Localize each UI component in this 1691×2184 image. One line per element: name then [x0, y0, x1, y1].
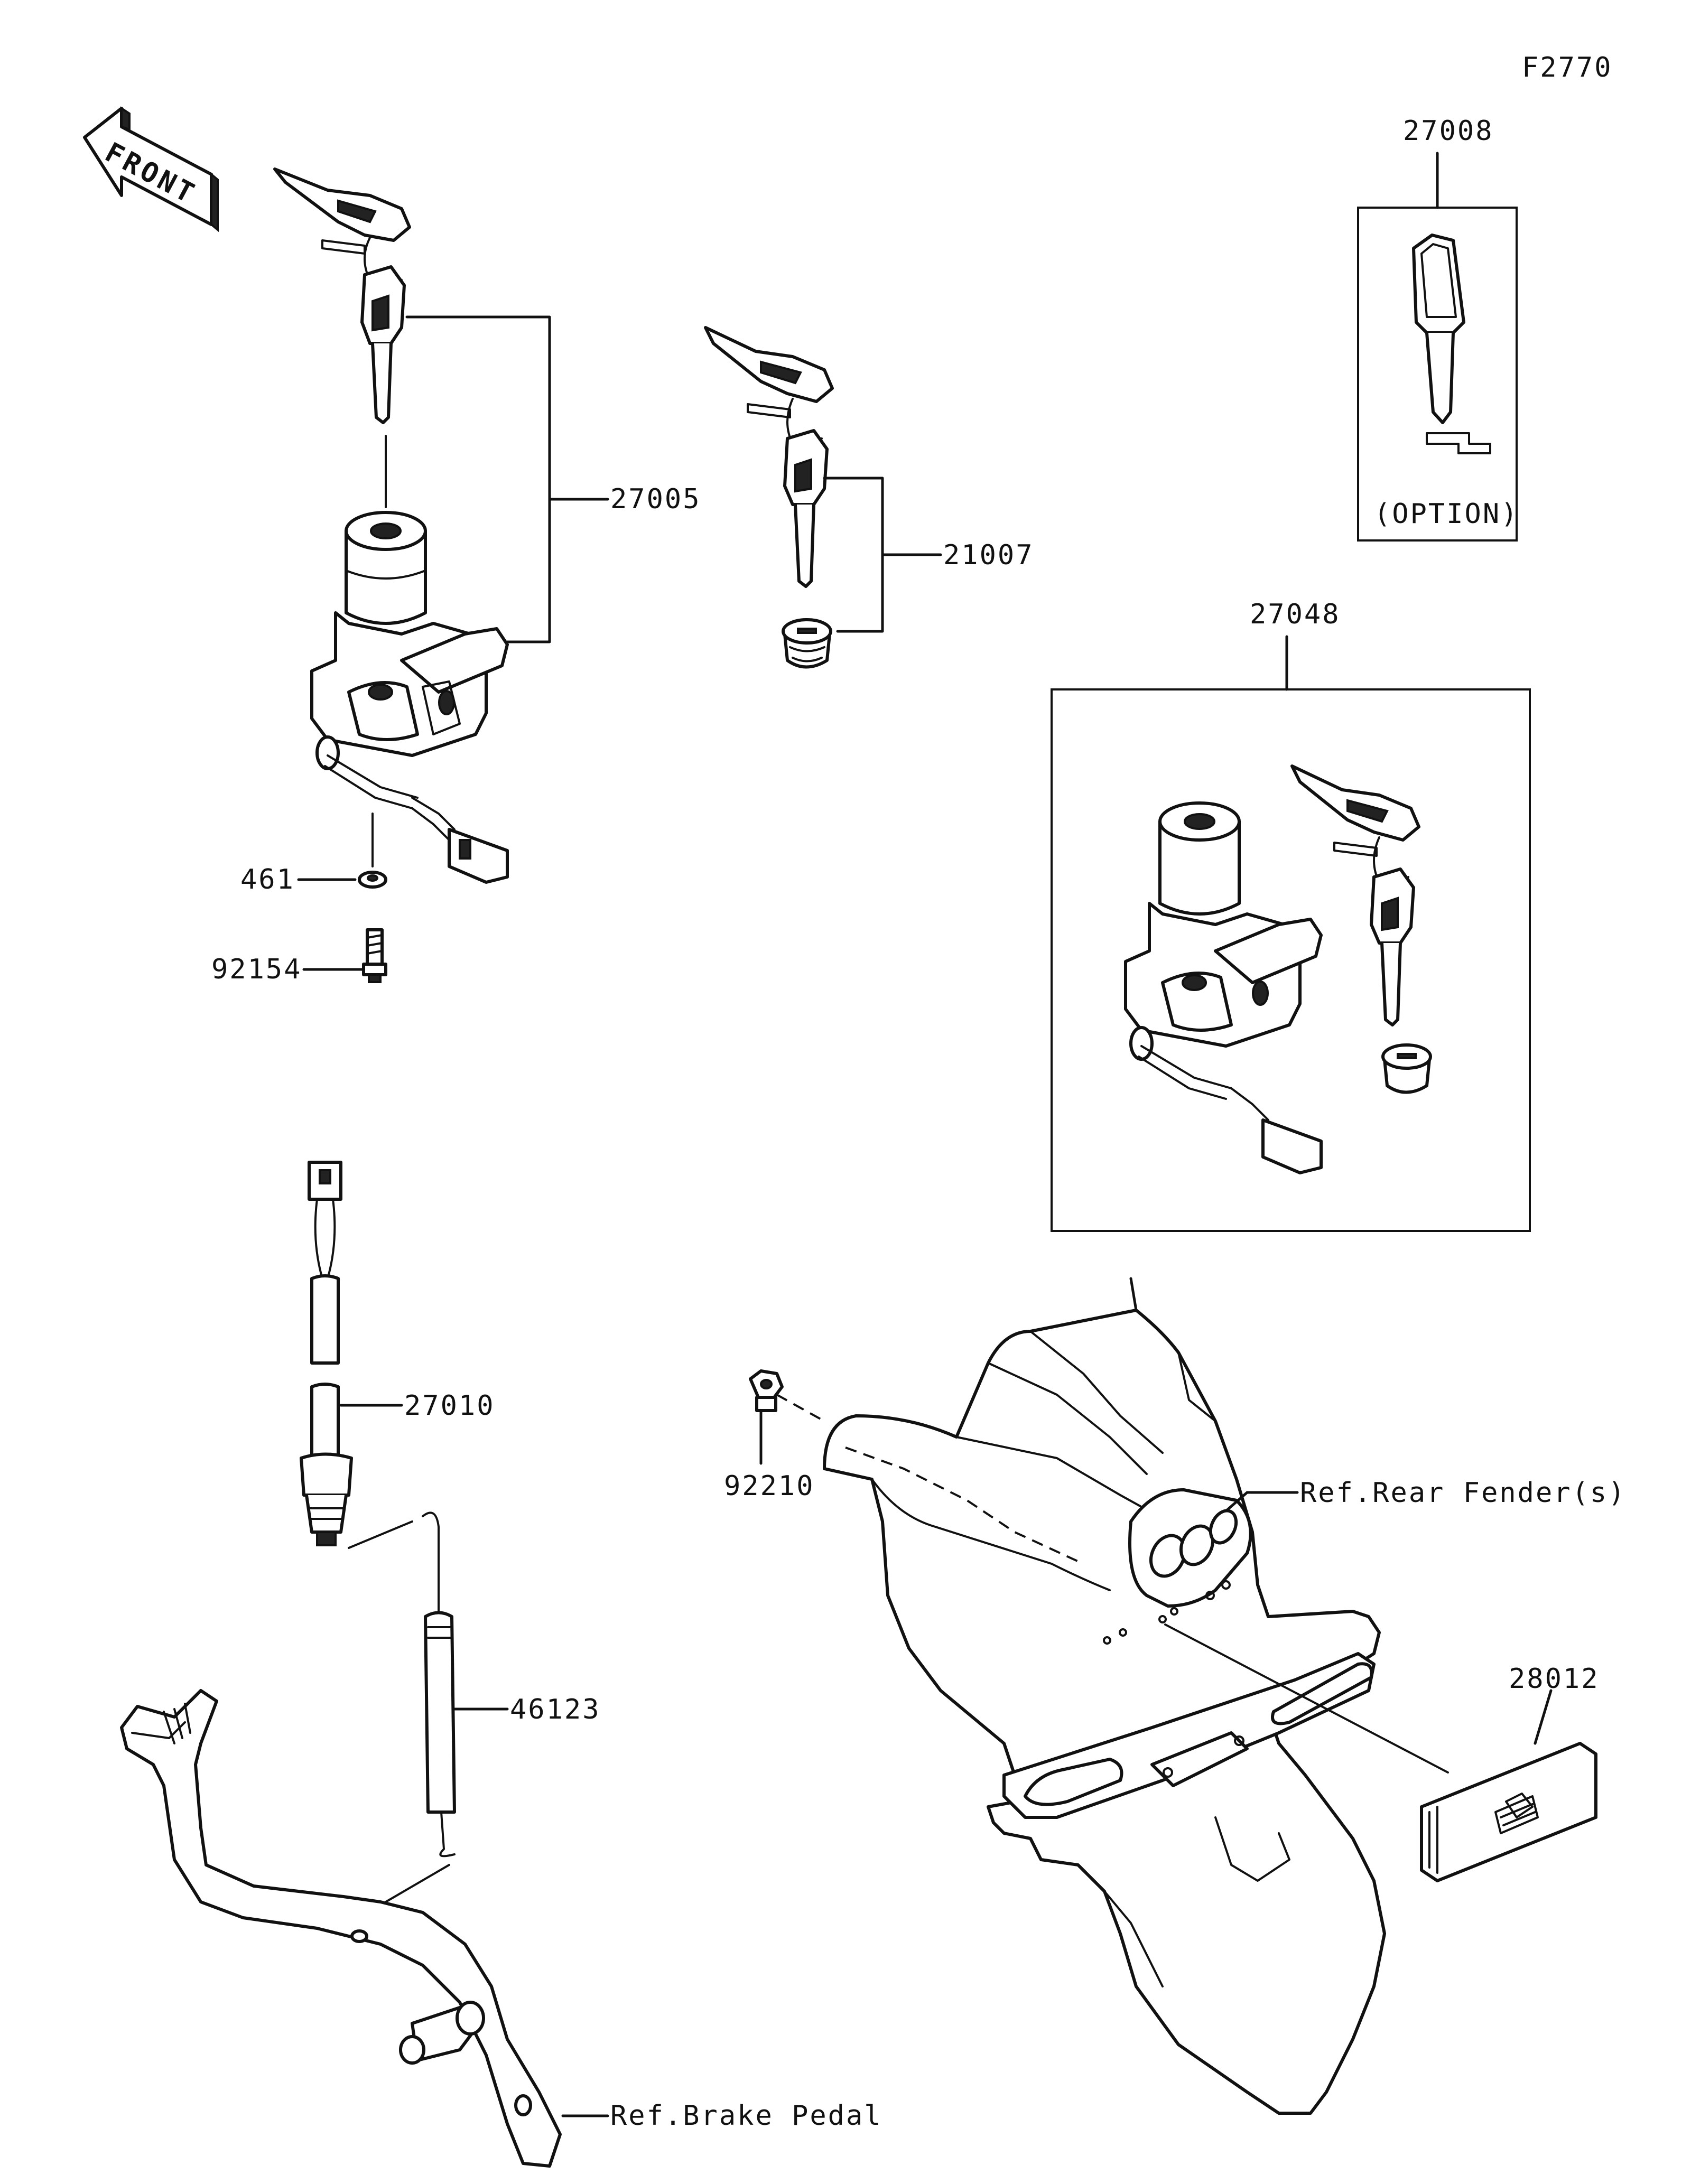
rear-fender-icon [823, 1277, 1386, 2115]
part-number-461: 461 [240, 864, 295, 895]
option-key-box [1357, 207, 1518, 542]
brake-pedal-icon [120, 1689, 562, 2168]
brake-light-switch-icon [300, 1161, 353, 1546]
ref-rear-fender: Ref.Rear Fender(s) [1300, 1477, 1627, 1509]
washer-461-icon [358, 871, 387, 889]
part-number-28012: 28012 [1509, 1663, 1600, 1695]
reflector-28012-icon [1420, 1742, 1597, 1882]
option-key-icon [1412, 234, 1491, 454]
part-number-21007: 21007 [943, 539, 1034, 571]
nut-92210-icon [749, 1369, 784, 1412]
ref-brake-pedal: Ref.Brake Pedal [610, 2100, 882, 2132]
key-set-21007-icon [704, 326, 834, 588]
lock-cylinder-27048-icon [1381, 1043, 1432, 1094]
ignition-switch-icon [310, 511, 509, 884]
figure-code: F2770 [1522, 52, 1613, 83]
part-number-27010: 27010 [404, 1390, 495, 1422]
part-number-27048: 27048 [1250, 599, 1341, 630]
lock-cylinder-21007-icon [782, 618, 832, 669]
ignition-switch-set-icon [1124, 801, 1323, 1174]
part-number-92210: 92210 [724, 1470, 815, 1502]
part-number-27005: 27005 [610, 483, 701, 515]
ignition-key-set-icon [273, 167, 411, 424]
front-arrow-icon: FRONT [83, 106, 219, 232]
screw-92154-icon [362, 928, 387, 983]
option-note: (OPTION) [1374, 498, 1519, 530]
key-set-27048-icon [1290, 764, 1420, 1026]
part-number-46123: 46123 [510, 1694, 601, 1725]
set-27048-box [1051, 688, 1531, 1232]
part-number-92154: 92154 [211, 954, 302, 985]
spring-46123-icon [422, 1511, 456, 1858]
part-number-27008: 27008 [1403, 115, 1494, 147]
